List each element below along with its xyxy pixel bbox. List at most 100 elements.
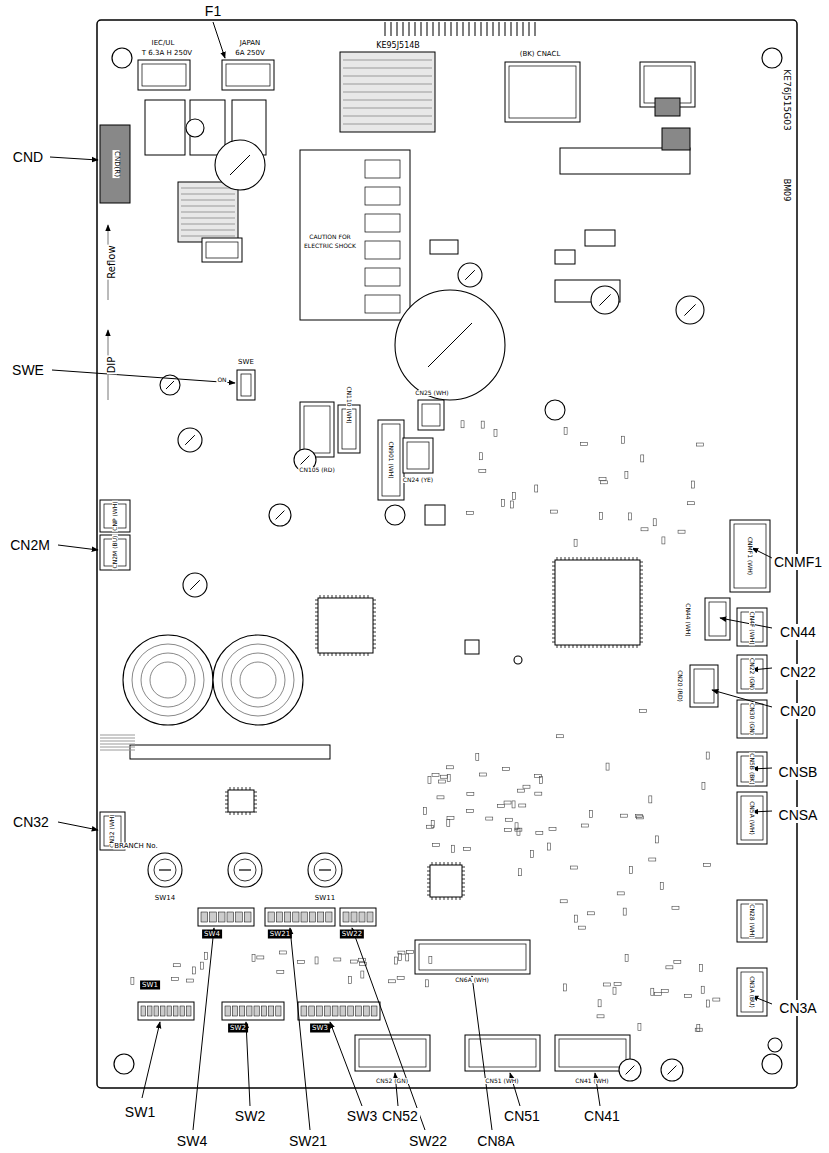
dip-lever — [236, 912, 243, 922]
ic-pin — [552, 642, 555, 643]
smd-part — [613, 987, 616, 994]
dip-lever — [161, 1006, 166, 1016]
module-pin — [365, 241, 400, 259]
ic-pin — [332, 595, 333, 598]
ic-pin — [315, 612, 318, 613]
polarity-mark — [190, 580, 200, 590]
component-body — [425, 505, 445, 525]
component-body — [555, 250, 575, 264]
silkscreen-text: CN110 (WH) — [346, 385, 352, 424]
smd-part — [597, 1015, 604, 1018]
ic-pin — [373, 636, 376, 637]
ic-pin — [356, 653, 357, 656]
connector-pin-row — [142, 64, 186, 86]
core-lamination — [181, 194, 235, 195]
smd-part — [481, 421, 484, 428]
ic-pin — [360, 595, 361, 598]
ic-pin — [640, 642, 643, 643]
core-lamination — [181, 218, 235, 219]
polarity-mark — [599, 294, 610, 305]
dip-lever — [371, 1006, 377, 1016]
dip-lever — [201, 912, 208, 922]
smd-parts — [131, 421, 720, 1032]
smd-part — [649, 858, 656, 861]
ic-pin — [640, 630, 643, 631]
component-body — [100, 500, 130, 532]
ic-pin — [315, 604, 318, 605]
smd-part — [563, 984, 566, 991]
smd-part — [279, 951, 286, 954]
smd-part — [661, 989, 668, 992]
dip-switch-body — [198, 908, 254, 926]
component-body — [340, 52, 435, 132]
ic-pin — [462, 887, 465, 888]
callout-label: CN51 — [502, 1108, 542, 1124]
smd-part — [173, 964, 180, 967]
smd-part — [649, 796, 652, 803]
silkscreen-text: CN3A (BU) — [749, 975, 755, 1009]
connector-pin-row — [741, 972, 763, 1012]
ic-pin — [344, 595, 345, 598]
dip-switch-body — [222, 1002, 284, 1020]
component-body — [737, 792, 767, 844]
smd-part — [629, 866, 632, 873]
component-body — [655, 98, 680, 116]
ic-pin — [448, 897, 449, 900]
ic-pin — [462, 867, 465, 868]
smd-part — [579, 926, 586, 929]
ic-pin — [348, 595, 349, 598]
ic-pin — [581, 645, 582, 648]
ic-pin — [552, 618, 555, 619]
ic-pin — [427, 875, 430, 876]
ic-pin — [448, 862, 449, 865]
edge-grating — [100, 22, 535, 700]
polarity-mark — [465, 270, 475, 280]
core-lamination — [343, 108, 432, 109]
smd-part — [348, 976, 351, 983]
ic-pin — [593, 645, 594, 648]
smd-part — [704, 864, 711, 867]
ic-pin — [373, 632, 376, 633]
switch-badge: SW1 — [140, 981, 160, 990]
callout-label: CN52 — [380, 1108, 420, 1124]
polarity-mark — [230, 155, 250, 175]
dip-lever — [269, 1006, 274, 1016]
ic-pin — [552, 562, 555, 563]
dip-lever — [309, 912, 315, 922]
smd-part — [523, 785, 530, 788]
smd-part — [388, 980, 395, 983]
ic-pin — [225, 808, 228, 809]
component-body — [737, 968, 767, 1016]
dip-lever — [356, 1006, 362, 1016]
callout-label: SWE — [10, 362, 46, 378]
silkscreen-text: SWE — [237, 359, 255, 366]
callout-label: CN41 — [582, 1108, 622, 1124]
module-pin — [365, 214, 400, 232]
smd-part — [519, 804, 526, 807]
polarity-mark — [185, 435, 195, 445]
ic-pin — [640, 582, 643, 583]
ic-pin — [640, 634, 643, 635]
leader-line — [52, 370, 235, 383]
dip-lever — [293, 912, 299, 922]
ic-body — [228, 790, 254, 812]
dip-lever — [348, 1006, 354, 1016]
smd-part — [599, 478, 606, 481]
smd-part — [695, 1028, 702, 1031]
component-body — [130, 745, 330, 759]
ic-pin — [640, 626, 643, 627]
silkscreen-text: ON — [216, 377, 227, 383]
dip-switch-body — [298, 1002, 380, 1020]
ic-pin — [336, 653, 337, 656]
smd-part — [398, 951, 405, 954]
silkscreen-text: SW11 — [314, 895, 336, 902]
smd-part — [706, 1000, 709, 1007]
connector-pin-row — [241, 374, 251, 396]
core-lamination — [181, 188, 235, 189]
leader-line — [472, 976, 492, 1130]
ic-pin — [324, 595, 325, 598]
rotary-knob — [154, 859, 176, 881]
silkscreen-text: KE95J514B — [375, 42, 421, 50]
core-lamination — [181, 212, 235, 213]
ic-pin — [427, 867, 430, 868]
